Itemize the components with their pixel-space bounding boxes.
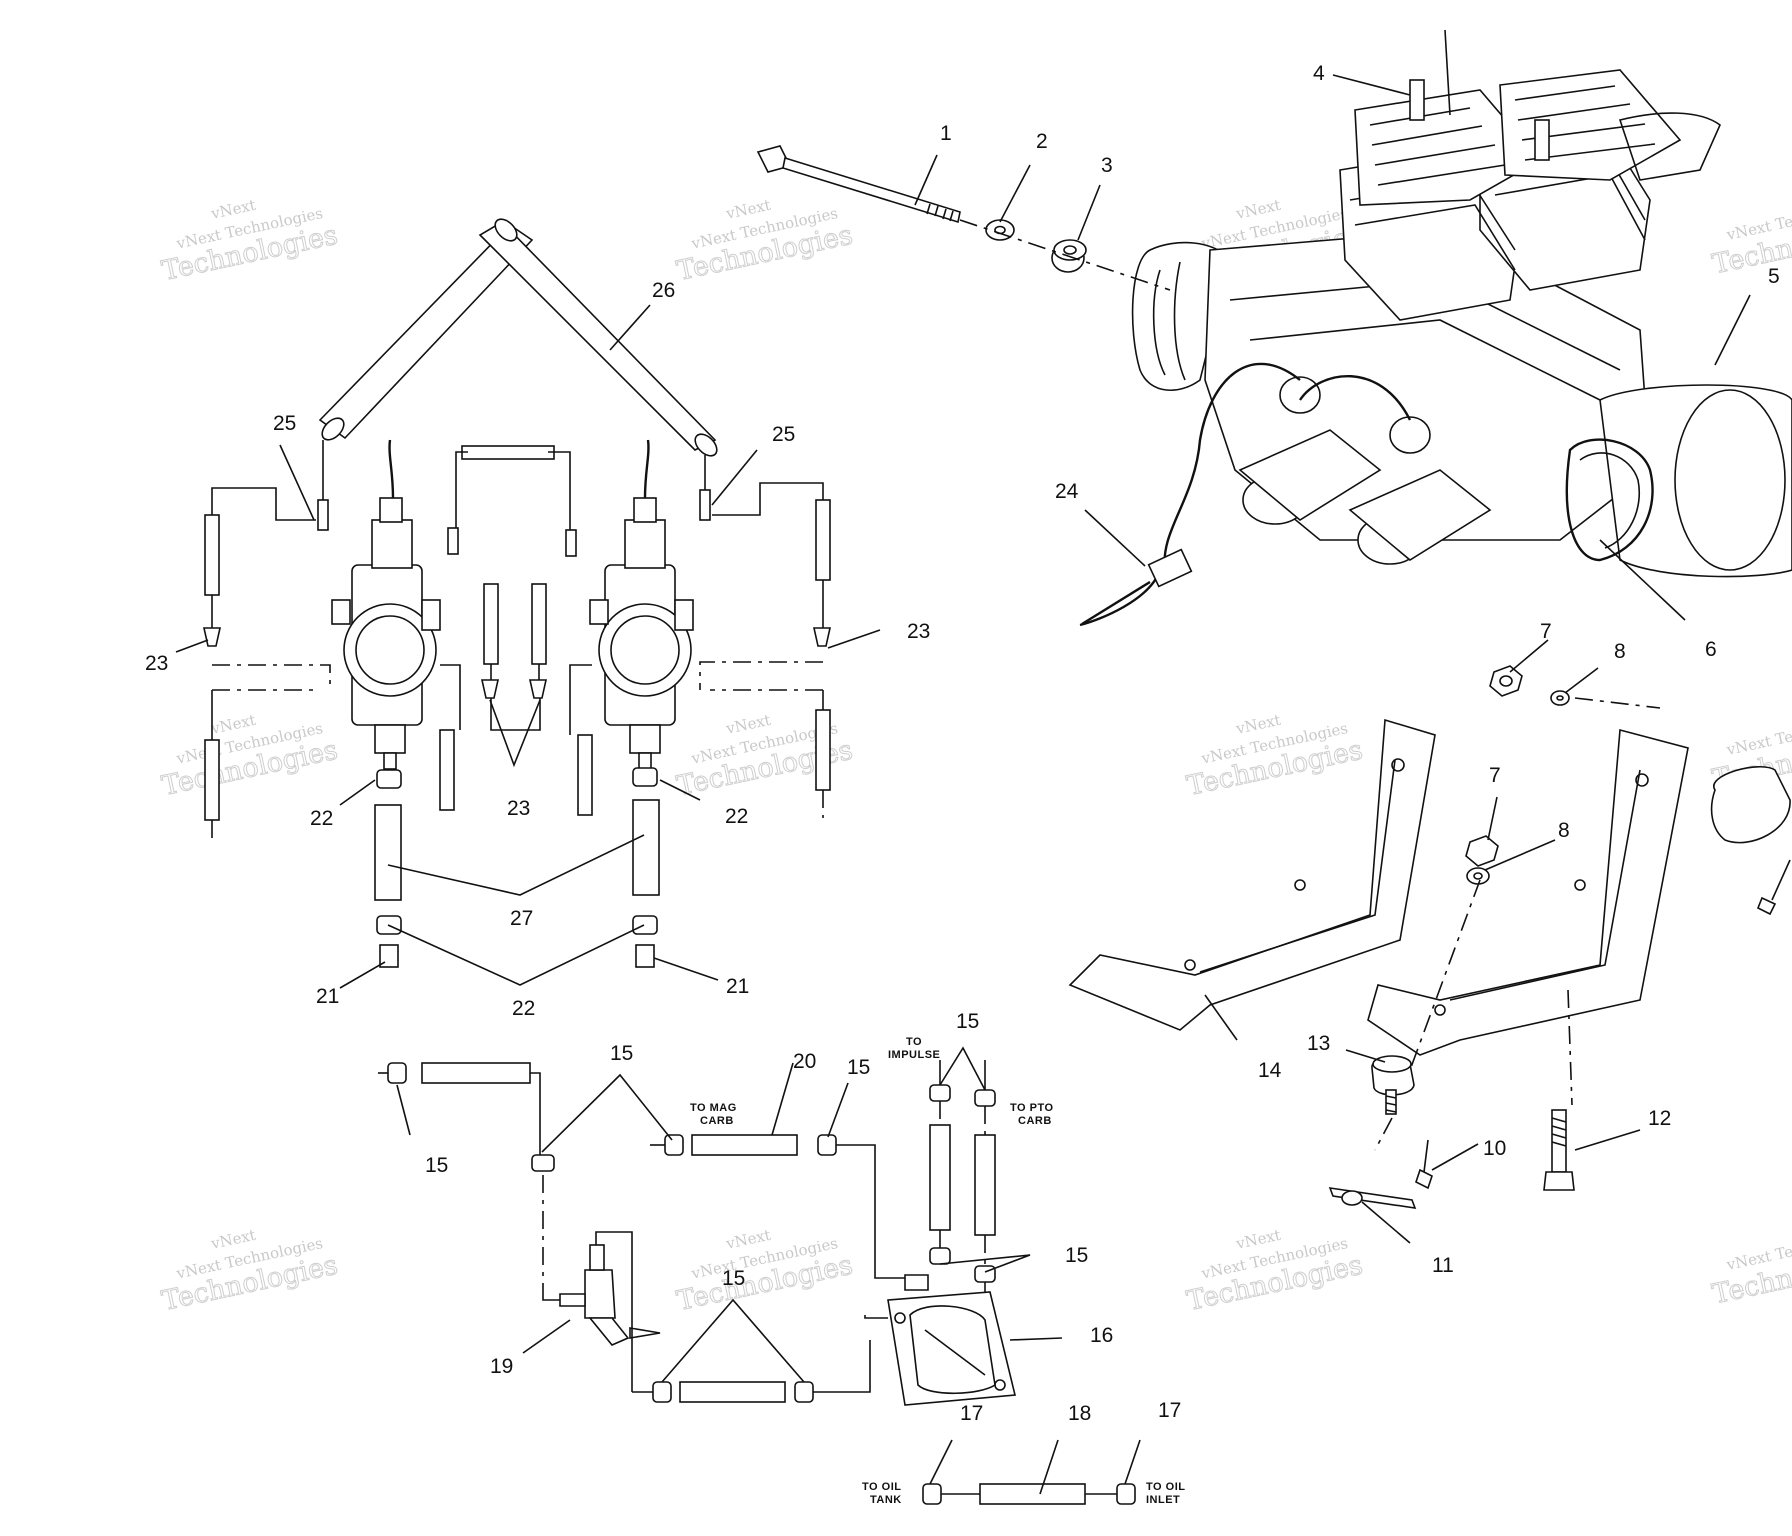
engine-mount-right	[1367, 728, 1689, 1056]
callout-1: 1	[940, 122, 952, 145]
callout-2: 2	[1036, 130, 1048, 153]
callout-6: 6	[1705, 638, 1717, 661]
screw-part	[1415, 1139, 1433, 1190]
watermark-4: vNext vNext Technologies Technologies	[159, 711, 341, 803]
callout-25-right: 25	[772, 423, 795, 446]
note-to-impulse-line1: TO	[906, 1036, 922, 1048]
callout-7-upper: 7	[1540, 620, 1552, 643]
note-to-oil-inlet-line1: TO OIL	[1146, 1481, 1185, 1493]
bolt-part	[1543, 1109, 1575, 1191]
callout-24: 24	[1055, 480, 1079, 503]
callout-21-right: 21	[726, 975, 749, 998]
callout-labels: 1 2 3 4 5 6 7 8 7 8 10 11 12 13 14 15 15…	[145, 62, 1780, 1425]
note-to-mag-carb-line2: CARB	[700, 1115, 734, 1127]
callout-16: 16	[1090, 1324, 1113, 1347]
carburetor-left	[331, 439, 441, 770]
vent-hoses	[203, 445, 831, 821]
watermark-9: vNext vNext Technologies Technologies	[1184, 1226, 1366, 1318]
callout-23-center: 23	[507, 797, 530, 820]
callout-15-left: 15	[425, 1154, 448, 1177]
washer-part	[1550, 690, 1570, 706]
callout-22-left: 22	[310, 807, 333, 830]
engine-mount-left	[1068, 718, 1436, 1031]
callout-21-left: 21	[316, 985, 339, 1008]
callout-15-lower: 15	[722, 1267, 745, 1290]
callout-15-pump: 15	[1065, 1244, 1088, 1267]
vent-routing-lines	[211, 440, 824, 838]
callout-20: 20	[793, 1050, 816, 1073]
watermark-8: vNext vNext Technologies Technologies	[674, 1226, 856, 1318]
callout-12: 12	[1648, 1107, 1671, 1130]
callout-7-lower: 7	[1489, 764, 1501, 787]
rubber-mount	[1371, 1055, 1415, 1115]
note-to-oil-inlet-line2: INLET	[1146, 1494, 1180, 1506]
callout-8-lower: 8	[1558, 819, 1570, 842]
callout-4: 4	[1313, 62, 1325, 85]
callout-13: 13	[1307, 1032, 1330, 1055]
callout-18: 18	[1068, 1402, 1091, 1425]
bolt-centerline	[959, 219, 1171, 291]
note-to-pto-carb-line1: TO PTO	[1010, 1102, 1054, 1114]
note-to-impulse-line2: IMPULSE	[888, 1049, 940, 1061]
callout-17-left: 17	[960, 1402, 983, 1425]
vent-tube-tee	[318, 218, 718, 457]
callout-15-upper: 15	[610, 1042, 633, 1065]
callout-11: 11	[1432, 1254, 1454, 1277]
routing-notes: TO MAG CARB TO IMPULSE TO PTO CARB TO OI…	[690, 1036, 1185, 1506]
callout-23-right: 23	[907, 620, 930, 643]
engine-bolt	[756, 145, 961, 224]
nut-part	[1489, 665, 1523, 697]
mount-centerline	[1374, 1117, 1393, 1151]
note-to-pto-carb-line2: CARB	[1018, 1115, 1052, 1127]
damper-part	[1710, 766, 1791, 916]
note-to-oil-tank-line2: TANK	[870, 1494, 902, 1506]
fuel-system	[378, 1060, 1136, 1505]
callout-10: 10	[1483, 1137, 1506, 1160]
note-to-mag-carb-line1: TO MAG	[690, 1102, 737, 1114]
callout-8-upper: 8	[1614, 640, 1626, 663]
engine-assembly	[1079, 29, 1792, 627]
callout-19: 19	[490, 1355, 513, 1378]
note-to-oil-tank-line1: TO OIL	[862, 1481, 901, 1493]
watermark-text: Techn	[1710, 1263, 1792, 1310]
spacer-part	[1051, 239, 1087, 273]
watermark-edge-3: vNext Te Techn	[1709, 1242, 1792, 1311]
callout-22-bottom: 22	[512, 997, 535, 1020]
callout-26: 26	[652, 279, 675, 302]
watermark-6: vNext vNext Technologies Technologies	[1184, 711, 1366, 803]
callout-15-impulse: 15	[956, 1010, 979, 1033]
callout-5: 5	[1768, 265, 1780, 288]
nut-part	[1465, 835, 1499, 867]
callout-23-left: 23	[145, 652, 168, 675]
watermark-2: vNext vNext Technologies Technologies	[674, 196, 856, 288]
watermark-7: vNext vNext Technologies Technologies	[159, 1226, 341, 1318]
bracket-part	[1328, 1187, 1417, 1209]
watermark-1: vNext vNext Technologies Technologies	[159, 196, 341, 288]
callout-27: 27	[510, 907, 533, 930]
callout-3: 3	[1101, 154, 1113, 177]
callout-25-left: 25	[273, 412, 296, 435]
mount-centerline	[1574, 697, 1661, 709]
leader-lines	[175, 74, 1751, 1495]
callout-22-right: 22	[725, 805, 748, 828]
callout-15-mag: 15	[847, 1056, 870, 1079]
carb-fittings	[374, 767, 660, 968]
callout-14: 14	[1258, 1059, 1282, 1082]
carburetor-right	[589, 439, 694, 770]
callout-17-right: 17	[1158, 1399, 1181, 1422]
